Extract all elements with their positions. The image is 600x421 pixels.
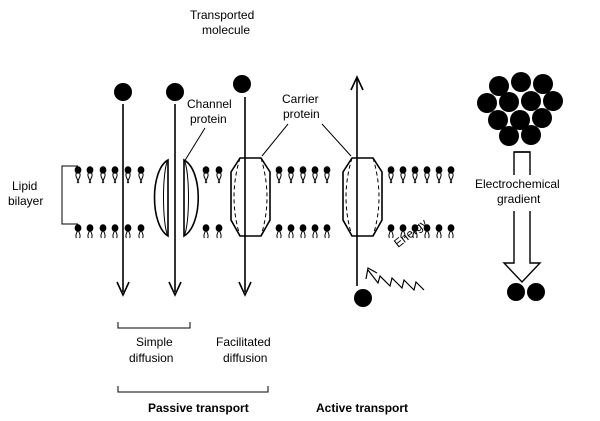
gradient-arrow (502, 151, 542, 284)
lipid-bilayer-label: Lipid (12, 179, 37, 193)
simple-diffusion-label: Simple (136, 335, 173, 349)
molecule-carrier (233, 75, 251, 93)
carrier-protein-label: Carrier (282, 92, 319, 106)
energy-label: Energy (391, 216, 430, 250)
channel-protein-label-2: protein (190, 112, 227, 126)
molecule-active (354, 289, 372, 307)
transported-molecule-label: Transported (190, 8, 254, 22)
simple-diffusion-bracket (117, 322, 191, 329)
active-transport-label: Active transport (316, 401, 408, 415)
energy-arrow (365, 267, 425, 292)
arrow-channel (168, 104, 182, 297)
simple-diffusion-label-2: diffusion (129, 351, 173, 365)
carrier-protein-pointer-right (321, 123, 352, 157)
molecule-simple (114, 83, 132, 101)
transported-molecule-label-2: molecule (202, 23, 250, 37)
carrier-protein-facilitated (230, 157, 271, 237)
passive-transport-label: Passive transport (148, 401, 249, 415)
bilayer-bracket (61, 165, 78, 225)
molecule-channel (166, 83, 184, 101)
passive-transport-bracket (117, 386, 269, 393)
facilitated-diffusion-label: Facilitated (216, 335, 271, 349)
carrier-protein-label-2: protein (283, 107, 320, 121)
arrow-facilitated (238, 97, 252, 297)
lipid-bilayer-label-2: bilayer (8, 194, 43, 208)
facilitated-diffusion-label-2: diffusion (223, 351, 267, 365)
arrow-simple-diffusion (116, 104, 130, 297)
channel-protein (153, 158, 200, 238)
arrow-active-transport (350, 75, 364, 286)
channel-protein-label: Channel (187, 97, 232, 111)
channel-protein-pointer (183, 127, 206, 163)
molecule-cluster-high (477, 72, 563, 146)
carrier-protein-active (342, 157, 383, 237)
carrier-protein-pointer-left (261, 123, 289, 157)
electrochemical-gradient-label: Electrochemical (475, 177, 560, 191)
electrochemical-gradient-label-2: gradient (497, 192, 541, 206)
molecule-cluster-low (507, 283, 545, 301)
